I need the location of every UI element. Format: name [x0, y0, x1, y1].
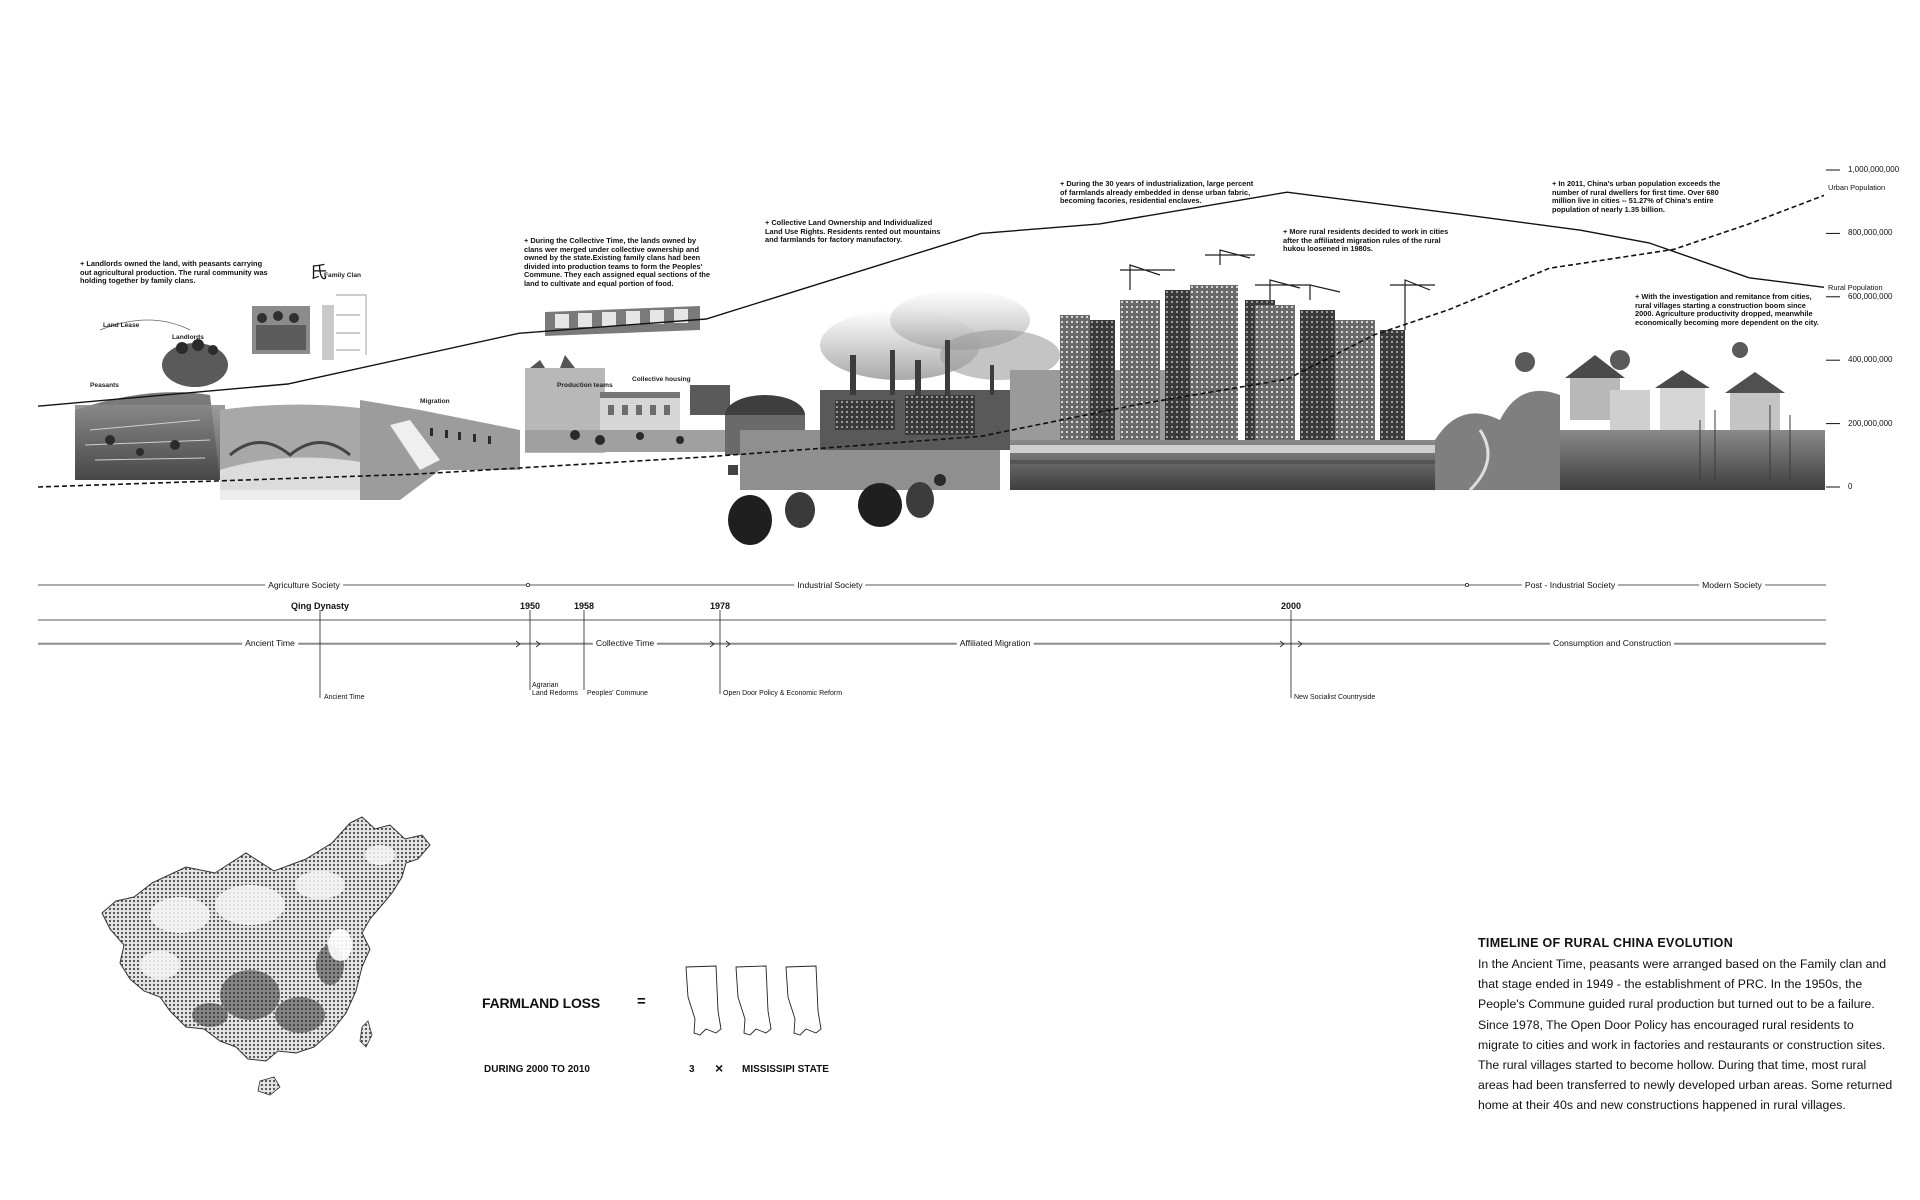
photo-river-bridge — [220, 404, 400, 500]
year-1958: 1958 — [573, 601, 595, 611]
y-tick-label: 200,000,000 — [1848, 418, 1893, 428]
rural-population-label: Rural Population — [1828, 283, 1883, 293]
label-family-clan: Family Clan — [324, 272, 362, 279]
y-tick-label: 1,000,000,000 — [1848, 165, 1900, 174]
photo-ancient-paddy — [75, 392, 225, 480]
label-migration: Migration — [420, 398, 450, 405]
society-modern: Modern Society — [1699, 580, 1765, 590]
photo-factories — [820, 290, 1060, 450]
event-agrarian-land-reforms: Agrarian Land Redorms — [532, 682, 578, 697]
annotation-landlords: +Landlords owned the land, with peasants… — [80, 259, 268, 286]
annotation-construction-boom: +With the investigation and remitance fr… — [1635, 292, 1819, 327]
svg-text:氏: 氏 — [310, 263, 327, 283]
annotation-land-use-rights: +Collective Land Ownership and Individua… — [765, 218, 941, 245]
farmland-loss-title: FARMLAND LOSS — [482, 995, 600, 1011]
description-body: In the Ancient Time, peasants were arran… — [1478, 957, 1893, 1113]
photo-collective-housing — [525, 355, 730, 453]
photo-family-clan: 氏 — [252, 263, 367, 360]
label-land-lease: Land Lease — [103, 322, 140, 329]
event-ancient-time: Ancient Time — [324, 694, 365, 701]
urban-population-label: Urban Population — [1828, 183, 1886, 193]
annotation-collective-time: +During the Collective Time, the lands o… — [524, 236, 711, 288]
multiply-icon: × — [715, 1060, 724, 1076]
society-industrial: Industrial Society — [794, 580, 866, 590]
chart-series — [37, 191, 1825, 488]
unit-mississippi-state: MISSISSIPI STATE — [742, 1064, 829, 1075]
population-chart — [37, 169, 1840, 488]
description-title: TIMELINE OF RURAL CHINA EVOLUTION — [1478, 936, 1734, 950]
label-peasants: Peasants — [90, 382, 119, 389]
farmland-period: DURING 2000 TO 2010 — [484, 1064, 590, 1075]
photo-city-towers — [1010, 249, 1435, 490]
year-qing-dynasty: Qing Dynasty — [290, 601, 350, 611]
multiplier-count: 3 — [689, 1064, 695, 1075]
y-tick-label: 0 — [1848, 482, 1853, 491]
event-peoples-commune: Peoples' Commune — [587, 690, 648, 697]
event-open-door-policy: Open Door Policy & Economic Reform — [723, 690, 843, 697]
event-new-socialist-countryside: New Socialist Countryside — [1294, 694, 1376, 701]
period-collective-time: Collective Time — [592, 638, 658, 648]
period-consumption-construction: Consumption and Construction — [1550, 638, 1674, 648]
society-post-industrial: Post - Industrial Society — [1521, 580, 1619, 590]
year-1978: 1978 — [709, 601, 731, 611]
society-agriculture: Agriculture Society — [265, 580, 343, 590]
timeline-description: TIMELINE OF RURAL CHINA EVOLUTION In the… — [1478, 936, 1898, 1116]
photo-villages — [1435, 342, 1825, 492]
y-tick-label: 800,000,000 — [1848, 228, 1893, 238]
y-tick-label: 400,000,000 — [1848, 355, 1893, 365]
photo-collage: 氏 — [75, 249, 1825, 545]
period-ancient-time: Ancient Time — [242, 638, 298, 648]
annotation-urban-exceeds: +In 2011, China's urban population excee… — [1552, 179, 1721, 214]
urban-population-line — [37, 194, 1825, 488]
mississippi-outlines — [685, 965, 822, 1036]
period-affiliated-migration: Affiliated Migration — [956, 638, 1034, 648]
y-axis — [1826, 169, 1840, 488]
year-2000: 2000 — [1280, 601, 1302, 611]
label-landlords: Landlords — [172, 334, 204, 341]
rural-population-line — [37, 191, 1825, 407]
year-1950: 1950 — [519, 601, 541, 611]
photo-landlords — [99, 319, 228, 387]
annotation-hukou: +More rural residents decided to work in… — [1283, 227, 1449, 254]
china-farmland-map — [101, 816, 431, 1096]
label-production-teams: Production teams — [557, 382, 613, 389]
equals-sign: = — [637, 993, 646, 1010]
annotation-industrialization: +During the 30 years of industrializatio… — [1060, 179, 1254, 206]
y-tick-label: 600,000,000 — [1848, 291, 1893, 301]
label-collective-housing: Collective housing — [632, 376, 691, 383]
